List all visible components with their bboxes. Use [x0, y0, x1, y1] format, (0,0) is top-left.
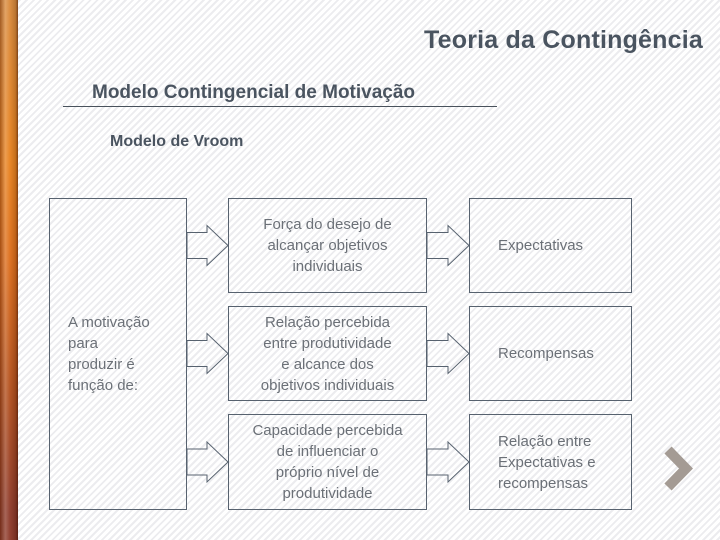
slide-title: Teoria da Contingência	[424, 26, 703, 54]
diagram-factor-box-2: Relação percebida entre produtividade e …	[228, 306, 427, 401]
diagram-factor-box-1: Força do desejo de alcançar objetivos in…	[228, 198, 427, 293]
section-heading: Modelo de Vroom	[110, 133, 244, 150]
diagram-source-box: A motivação para produzir é função de:	[49, 198, 187, 510]
diagram-outcome-box-1: Expectativas	[469, 198, 632, 293]
chevron-right-icon	[664, 446, 693, 491]
diagram-outcome-box-2: Recompensas	[469, 306, 632, 401]
diagram-outcome-box-3: Relação entre Expectativas e recompensas	[469, 414, 632, 510]
right-arrow-icon	[186, 224, 229, 267]
right-arrow-icon	[186, 332, 229, 375]
right-arrow-icon	[426, 224, 470, 267]
subtitle-underline	[63, 106, 497, 107]
accent-gradient-bar	[0, 0, 18, 540]
right-arrow-icon	[426, 440, 470, 484]
right-arrow-icon	[426, 332, 470, 375]
right-arrow-icon	[186, 440, 229, 484]
slide-subtitle: Modelo Contingencial de Motivação	[92, 82, 416, 103]
diagram-factor-box-3: Capacidade percebida de influenciar o pr…	[228, 414, 427, 510]
